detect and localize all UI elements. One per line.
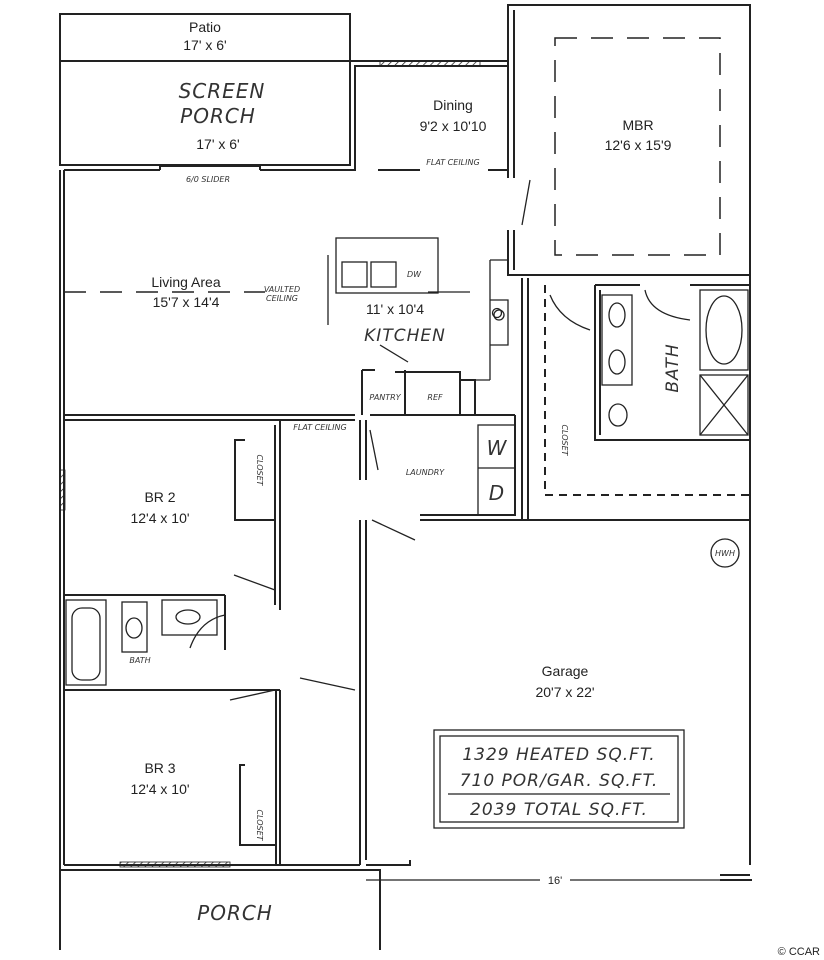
br2-label: BR 2: [144, 489, 175, 505]
br2-closet-label: CLOSET: [255, 454, 264, 486]
dishwasher-label: DW: [407, 270, 422, 279]
porch-label: PORCH: [197, 901, 273, 925]
area-summary: 1329 HEATED SQ.FT. 710 POR/GAR. SQ.FT. 2…: [433, 729, 685, 829]
kitchen-size: 11' x 10'4: [366, 301, 424, 317]
hall-bath-fixtures: [65, 599, 218, 686]
screen-porch-label-2: PORCH: [180, 104, 256, 128]
laundry-label: LAUNDRY: [406, 468, 445, 477]
washer-label: W: [487, 436, 508, 460]
slider-note: 6/0 SLIDER: [186, 175, 230, 184]
kitchen-label: KITCHEN: [364, 326, 446, 346]
hwh-label: HWH: [715, 549, 735, 558]
patio-size: 17' x 6': [183, 37, 226, 53]
dining-size: 9'2 x 10'10: [420, 118, 487, 134]
flat-ceiling-note-hall: FLAT CEILING: [293, 423, 346, 432]
mbr-label: MBR: [622, 117, 653, 133]
total-sqft: 2039 TOTAL SQ.FT.: [470, 800, 648, 820]
screen-porch-label: SCREEN: [179, 79, 266, 103]
water-heater: [710, 538, 740, 568]
copyright: © CCAR: [777, 946, 820, 958]
br2-size: 12'4 x 10': [130, 510, 189, 526]
vaulted-ceiling-note-2: CEILING: [266, 294, 298, 303]
patio-label: Patio: [189, 19, 221, 35]
garage-door-width: 16': [548, 875, 562, 887]
dryer-label: D: [489, 481, 505, 505]
washer-dryer: [477, 424, 516, 516]
heated-sqft: 1329 HEATED SQ.FT.: [462, 745, 655, 765]
mbr-closet-label: CLOSET: [560, 424, 569, 456]
kitchen-island: DW: [335, 237, 439, 294]
living-label: Living Area: [151, 274, 220, 290]
porch-garage-sqft: 710 POR/GAR. SQ.FT.: [460, 771, 659, 791]
br3-label: BR 3: [144, 760, 175, 776]
garage-label: Garage: [542, 663, 589, 679]
walls: [59, 4, 752, 950]
vaulted-ceiling-note: VAULTED: [264, 285, 300, 294]
flat-ceiling-note: FLAT CEILING: [426, 158, 479, 167]
br3-size: 12'4 x 10': [130, 781, 189, 797]
screen-porch-size: 17' x 6': [196, 136, 239, 152]
garage-size: 20'7 x 22': [535, 684, 594, 700]
dining-label: Dining: [433, 97, 473, 113]
mbr-tray-ceiling: [554, 37, 721, 256]
pantry-label: PANTRY: [369, 393, 401, 402]
ref-label: REF: [427, 393, 443, 402]
screen-porch: SCREEN PORCH 17' x 6': [59, 60, 351, 166]
master-bath-label: BATH: [663, 343, 683, 392]
br3-closet-label: CLOSET: [255, 809, 264, 841]
master-bath-fixtures: [601, 289, 749, 436]
hall-bath-label: BATH: [129, 656, 150, 665]
mbr-size: 12'6 x 15'9: [605, 137, 672, 153]
living-size: 15'7 x 14'4: [153, 294, 220, 310]
patio: Patio 17' x 6': [59, 13, 351, 62]
